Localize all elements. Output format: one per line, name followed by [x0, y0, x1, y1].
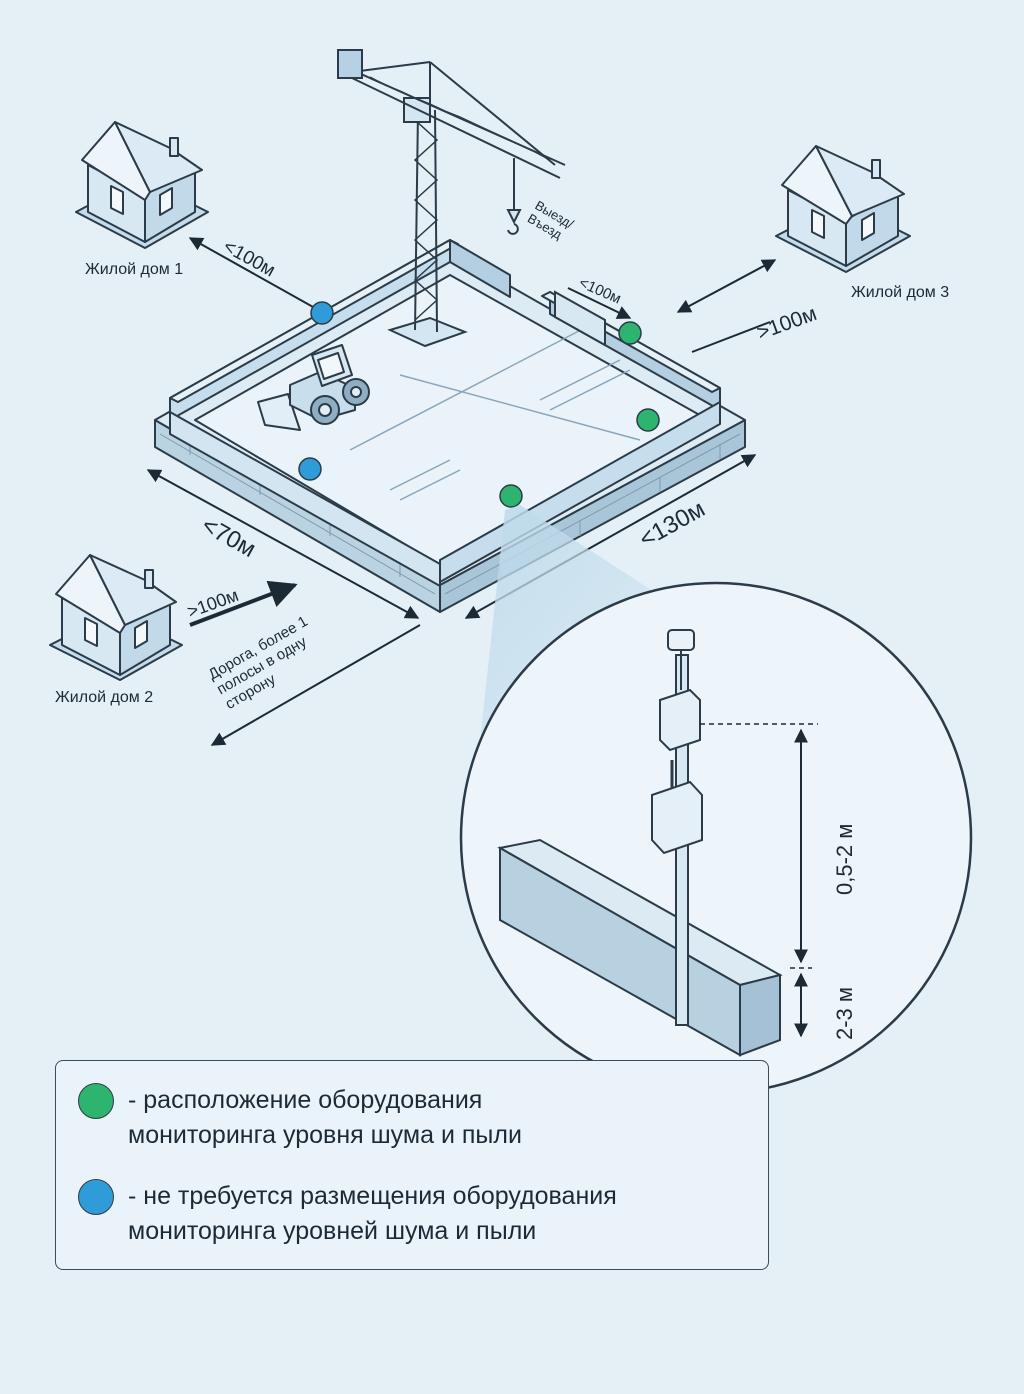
legend-blue-line2: мониторинга уровней шума и пыли	[128, 1217, 537, 1245]
road-label: Дорога, более 1 полосы в одну сторону	[206, 611, 332, 713]
legend-blue-text: - не требуется размещения оборудования м…	[128, 1179, 617, 1249]
legend-blue-line1: - не требуется размещения оборудования	[128, 1182, 617, 1210]
tower-crane	[337, 49, 566, 348]
point-green-2	[636, 408, 660, 432]
gate-label: Выезд/ Въезд	[525, 198, 579, 247]
side-short-label: <70м	[197, 512, 260, 563]
monitoring-points	[298, 301, 660, 508]
height-fence-label: 2-3 м	[832, 987, 857, 1040]
legend-green-marker	[78, 1083, 114, 1119]
legend-green-line2: мониторинга уровня шума и пыли	[128, 1121, 522, 1149]
house-2-label: Жилой дом 2	[55, 689, 153, 706]
point-blue-2	[298, 457, 322, 481]
legend-item-blue: - не требуется размещения оборудования м…	[78, 1179, 617, 1249]
legend-item-green: - расположение оборудования мониторинга …	[78, 1083, 522, 1153]
legend-green-line1: - расположение оборудования	[128, 1086, 483, 1114]
distance-house-1: <100м	[220, 236, 279, 281]
house-1	[75, 121, 209, 249]
point-green-3	[499, 484, 523, 508]
house-1-label: Жилой дом 1	[85, 261, 183, 278]
distance-house-3: >100м	[754, 302, 820, 345]
height-sensor-label: 0,5-2 м	[832, 824, 857, 895]
loader-vehicle	[257, 344, 370, 431]
house-3-label: Жилой дом 3	[851, 284, 949, 301]
house-2	[49, 554, 183, 681]
legend-green-text: - расположение оборудования мониторинга …	[128, 1083, 522, 1153]
road-arrow	[189, 580, 298, 627]
side-long-label: <130м	[635, 495, 710, 553]
point-blue-1	[310, 301, 334, 325]
point-green-1	[618, 321, 642, 345]
legend: - расположение оборудования мониторинга …	[55, 1060, 769, 1270]
gate-block	[554, 290, 606, 347]
house-3	[775, 145, 911, 273]
legend-blue-marker	[78, 1179, 114, 1215]
detail-view	[459, 581, 973, 1095]
